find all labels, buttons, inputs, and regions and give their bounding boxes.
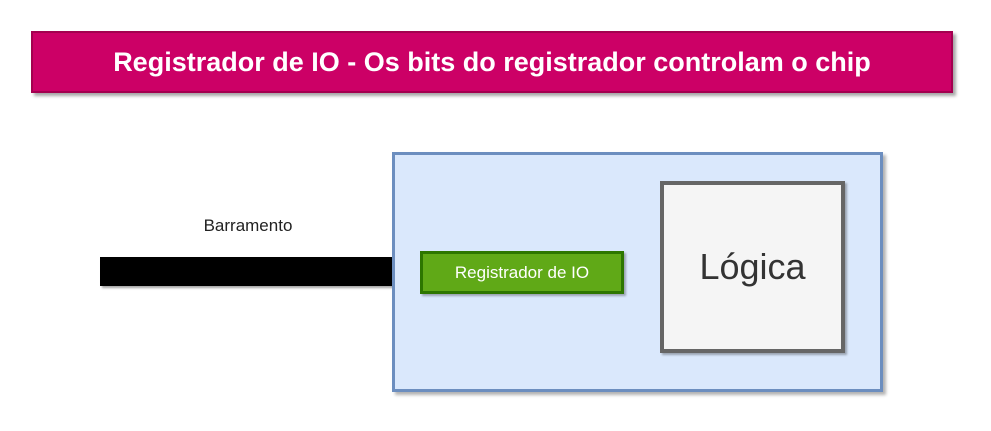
bus-line (100, 257, 396, 286)
logic-label: Lógica (699, 246, 806, 287)
logic-box: Lógica (660, 181, 845, 353)
title-banner: Registrador de IO - Os bits do registrad… (31, 31, 953, 93)
bus-label: Barramento (203, 216, 293, 235)
io-register-box: Registrador de IO (420, 251, 624, 294)
io-register-label: Registrador de IO (454, 262, 590, 282)
diagram-title: Registrador de IO - Os bits do registrad… (113, 46, 871, 77)
